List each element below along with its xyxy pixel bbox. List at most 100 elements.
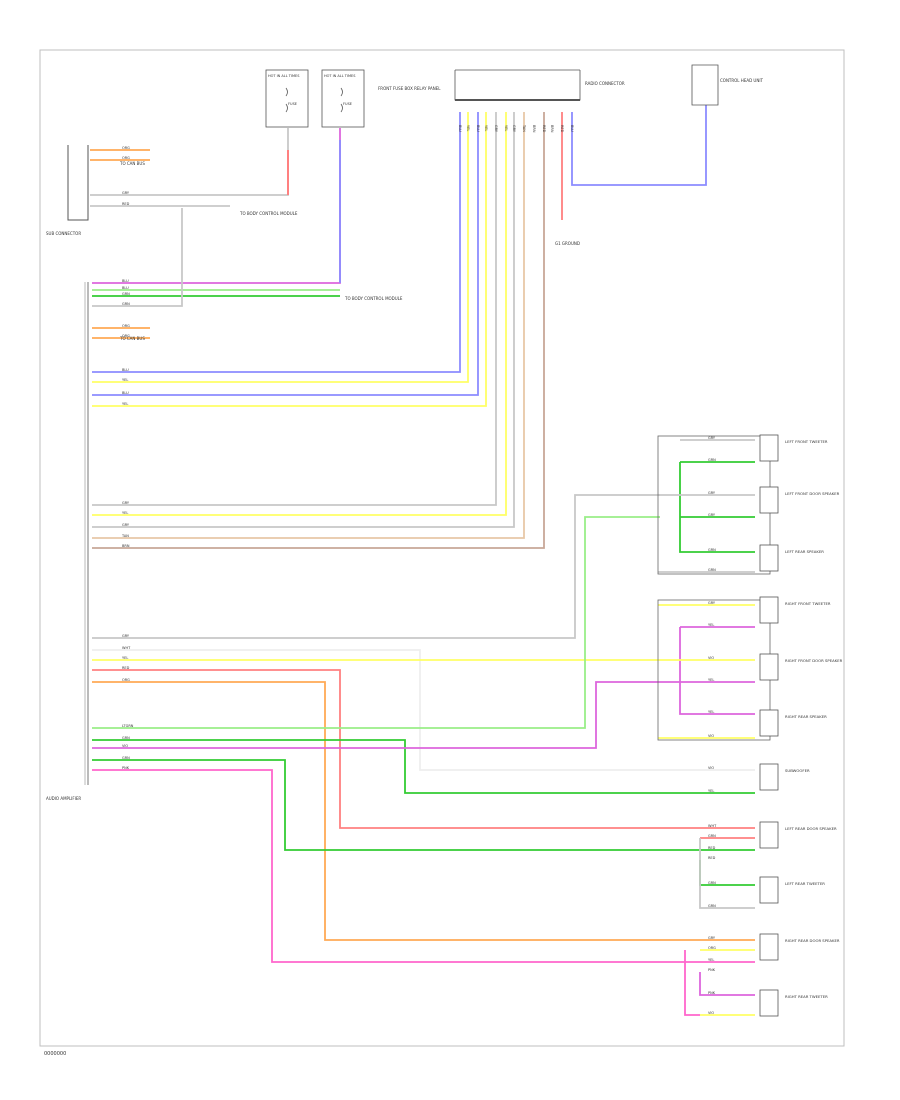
speaker-label-6: SUBWOOFER [785,768,810,773]
fuse-2-symbol [340,87,343,113]
radio-pin-label-1: YEL [466,125,470,131]
speaker-wire-8 [92,759,700,851]
control-head-label: CONTROL HEAD UNIT [720,78,764,83]
speaker-wire-6 [92,739,658,794]
speaker-wire-5 [92,516,660,729]
speaker-pin-label-3: GRY [708,513,716,517]
fuse-box-2 [321,69,365,128]
speaker-label-0: LEFT FRONT TWEETER [785,439,828,444]
radio-wire-5 [92,112,507,516]
speaker-pin-label-0: GRY [708,436,716,440]
amp-wire-gry [92,208,183,307]
mid-wire-label-0: BLU [122,368,129,372]
radio-pin-label-6: GRY [512,125,516,133]
speaker-pin-label-22: YEL [708,958,714,962]
speaker-pin-label-23: PNK [708,968,716,972]
low-wire-label-4: ORG [122,678,130,682]
fuse-box-2-caption: HOT IN ALL TIMES [324,74,356,78]
top-wire-label-1: BLU [122,286,129,290]
speaker-label-7: LEFT REAR DOOR SPEAKER [785,826,837,831]
speaker-label-4: RIGHT FRONT DOOR SPEAKER [785,658,843,663]
component-layer: SUB CONNECTOR HOT IN ALL TIMES HOT IN AL… [46,64,843,1017]
speaker-wire-0 [92,494,660,639]
rr-wire-5 [699,972,755,996]
radio-wire-2 [92,112,479,396]
radio-wire-ctrl [571,105,707,186]
speaker-box-8 [759,876,779,904]
fuse-box-1-fuse: FUSE [288,102,297,106]
left-front-speaker-group [657,435,771,575]
speaker-box-0 [759,434,779,462]
radio-pin-label-0: BLU [458,125,462,132]
low-wire-label-8: GRN [122,756,130,760]
diagram-code: 0000000 [44,1051,66,1057]
low-wire-label-7: VIO [122,744,128,748]
speaker-pin-label-25: VIO [708,1011,714,1015]
speaker-wire-4 [92,681,700,941]
speaker-pin-label-1: GRN [708,458,716,462]
radio-pin-label-3: YEL [484,125,488,131]
sub-wire-label-2: GRY [122,191,130,195]
radio-pin-label-5: YEL [504,125,508,131]
radio-module-body [454,69,581,101]
amplifier-label: AUDIO AMPLIFIER [46,796,81,801]
top-wire-label-0: BLU [122,279,129,283]
rf-group-wire-3 [679,627,755,715]
note-bcm-2: TO BODY CONTROL MODULE [344,296,403,301]
right-front-speaker-group [657,599,771,741]
speaker-pin-label-11: VIO [708,734,714,738]
fuse-panel-label: FRONT FUSE BOX RELAY PANEL [378,86,441,91]
speaker-pin-label-12: VIO [708,766,714,770]
lr-wire-5 [699,838,755,909]
speaker-pin-label-18: GRN [708,881,716,885]
top-wire-label-5: ORG [122,334,130,338]
speaker-box-4 [759,653,779,681]
low-wire-label-6: GRN [122,736,130,740]
radio-pin-label-8: BRN [532,125,536,133]
speaker-box-1 [759,486,779,514]
speaker-label-10: RIGHT REAR TWEETER [785,994,828,999]
speaker-label-8: LEFT REAR TWEETER [785,881,825,886]
speaker-pin-label-4: GRN [708,548,716,552]
speaker-pin-label-13: YEL [708,789,714,793]
speaker-pin-label-15: GRN [708,834,716,838]
sub-wire-label-0: ORG [122,146,130,150]
radio-wire-1 [92,112,469,383]
control-head-body [691,64,719,106]
mid-wire-label-3: YEL [122,402,128,406]
low-wire-label-2: YEL [122,656,128,660]
speaker-layer: LEFT FRONT TWEETER LEFT FRONT DOOR SPEAKE… [759,434,843,1017]
note-can-1: TO CAN BUS [119,161,145,166]
radio-module-label: RADIO CONNECTOR [585,81,625,86]
speaker-pin-label-14: WHT [708,824,717,828]
speaker-label-9: RIGHT REAR DOOR SPEAKER [785,938,840,943]
lf-group-wire-3 [679,462,755,553]
speaker-pin-label-5: GRN [708,568,716,572]
speaker-pin-label-20: GRY [708,936,716,940]
wire-layer [90,105,755,1016]
speaker-label-1: LEFT FRONT DOOR SPEAKER [785,491,840,496]
radio-pin-label-4: GRY [494,125,498,133]
mid-wire-label-8: BRN [122,544,130,548]
speaker-wire-9 [92,769,700,963]
speaker-box-3 [759,596,779,624]
low-wire-label-9: PNK [122,766,130,770]
top-wire-label-2: GRN [122,292,130,296]
low-wire-label-3: RED [122,666,130,670]
fuse-box-1-caption: HOT IN ALL TIMES [268,74,300,78]
speaker-pin-label-17: RED [708,856,716,860]
speaker-wire-3 [92,669,700,829]
sub-wire-label-1: ORG [122,156,130,160]
radio-wire-7 [92,112,525,539]
radio-wire-4 [92,112,497,506]
radio-wire-3 [92,112,487,407]
mid-wire-label-1: YEL [122,378,128,382]
sub-connector-label: SUB CONNECTOR [46,231,81,236]
diagram-frame [39,49,845,1047]
mid-wire-label-4: GRY [122,501,130,505]
sub-wire-label-3: RED [122,202,130,206]
radio-pin-label-11: RED [560,125,564,133]
fuse-box-1 [265,69,309,128]
speaker-box-6 [759,763,779,791]
